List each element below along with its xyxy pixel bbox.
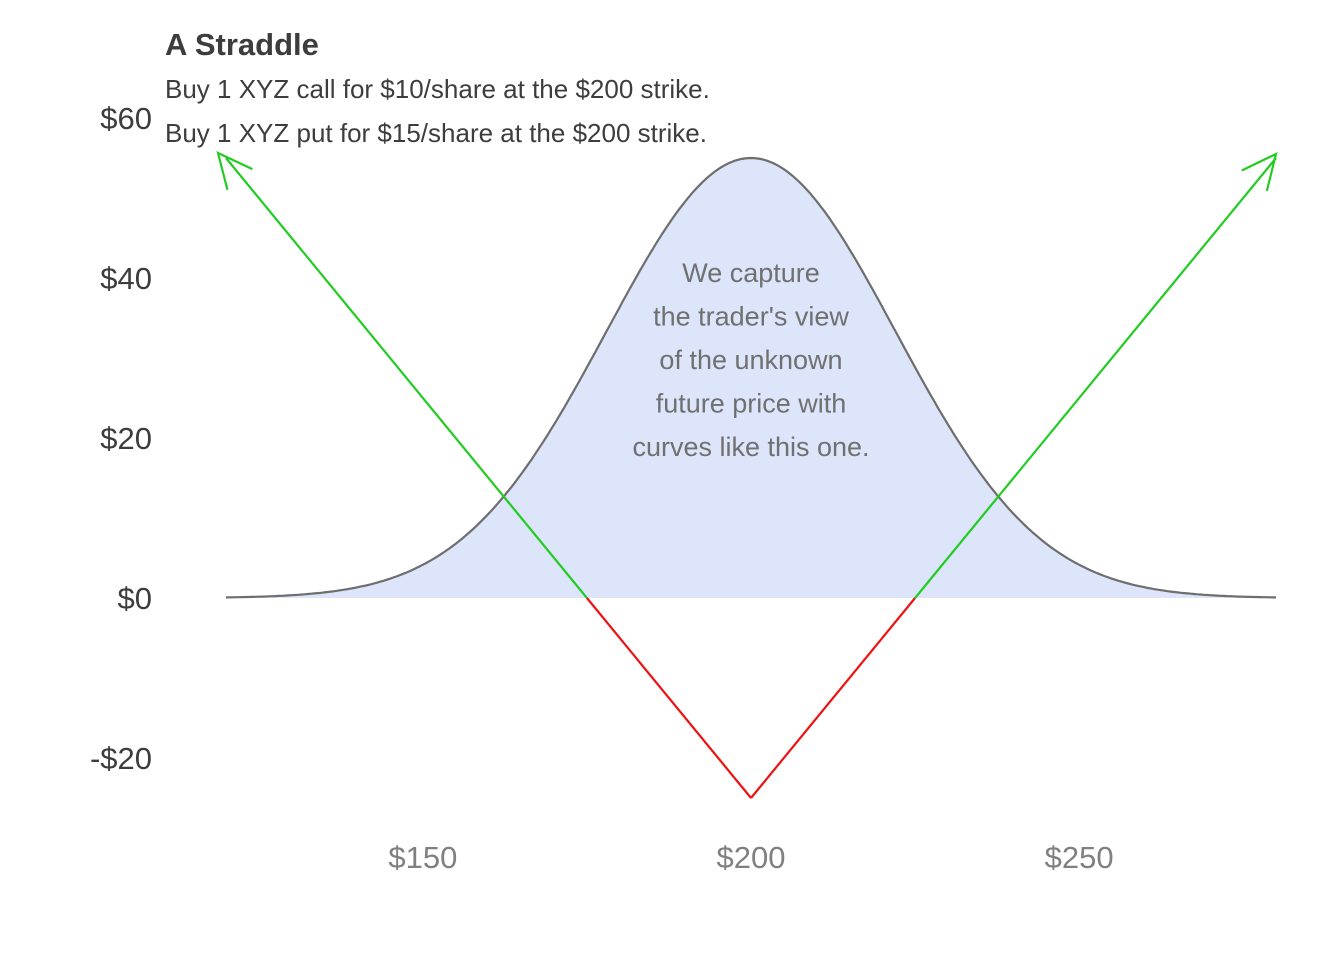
y-tick-label: $60 — [100, 101, 152, 136]
payoff-profit-left — [225, 157, 588, 599]
annotation-line: We capture — [682, 258, 820, 288]
annotation-line: curves like this one. — [632, 432, 869, 462]
payoff-loss-left — [586, 597, 752, 799]
subtitle-line-call: Buy 1 XYZ call for $10/share at the $200… — [165, 74, 710, 104]
x-tick-label: $250 — [1045, 840, 1114, 875]
y-tick-label: -$20 — [90, 741, 152, 776]
x-tick-label: $200 — [717, 840, 786, 875]
distribution-curve — [226, 156, 1276, 599]
annotation-line: future price with — [656, 389, 847, 419]
y-tick-label: $40 — [100, 261, 152, 296]
payoff-profit-right — [914, 157, 1277, 599]
plot-area: $60 $40 $20 $0 -$20 $150 $200 $250 We capture the… — [90, 101, 1278, 875]
y-tick-label: $0 — [118, 581, 152, 616]
distribution-fill — [226, 158, 1276, 598]
y-tick-label: $20 — [100, 421, 152, 456]
payoff-arrow-right — [1241, 151, 1278, 192]
annotation-line: of the unknown — [659, 345, 842, 375]
payoff-loss-right — [750, 597, 916, 799]
x-tick-label: $150 — [388, 840, 457, 875]
chart-title: A Straddle — [165, 27, 319, 62]
subtitle-line-put: Buy 1 XYZ put for $15/share at the $200 … — [165, 118, 707, 148]
payoff-arrow-left — [216, 151, 253, 191]
annotation-line: the trader's view — [653, 302, 849, 332]
